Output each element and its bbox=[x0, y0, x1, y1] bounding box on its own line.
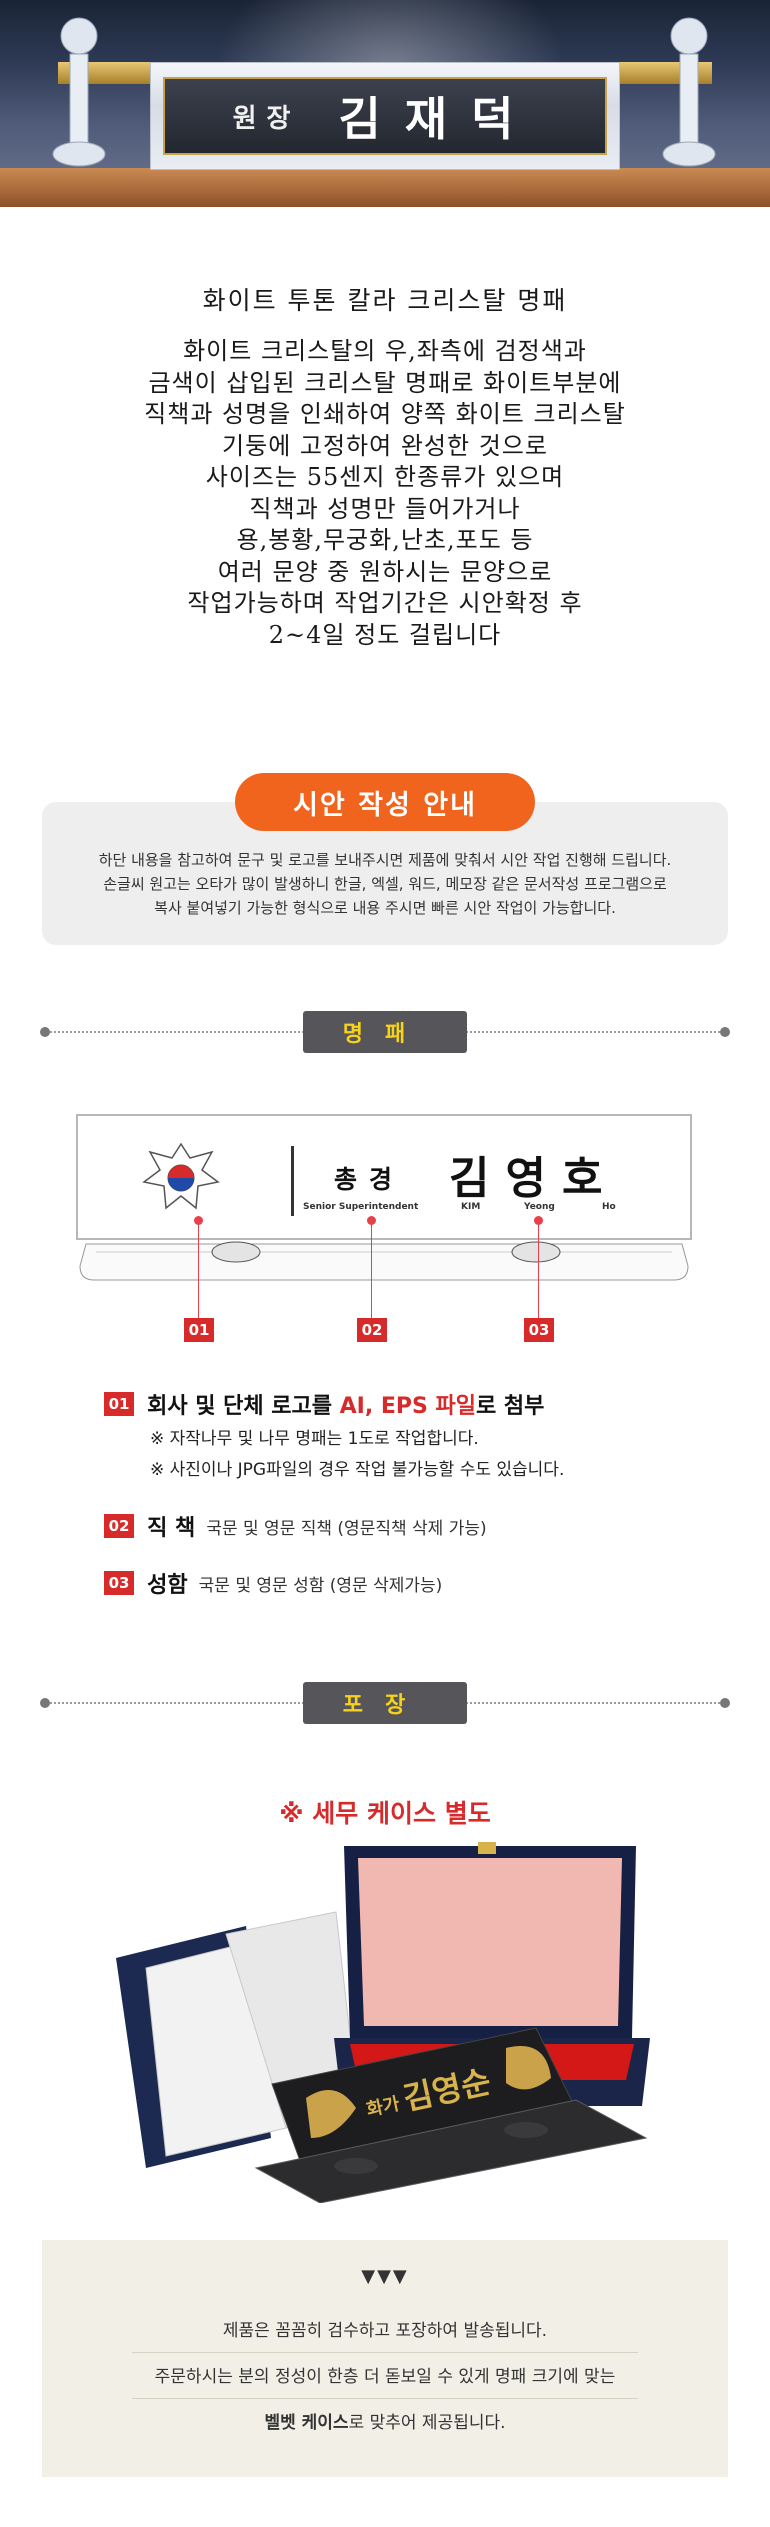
guide-line: 손글씨 원고는 오타가 많이 발생하니 한글, 엑셀, 워드, 메모장 같은 문… bbox=[103, 875, 667, 893]
guide-line: 하단 내용을 참고하여 문구 및 로고를 보내주시면 제품에 맞춰서 시안 작업… bbox=[98, 851, 672, 869]
plate-eng-rank: Senior Superintendent bbox=[303, 1202, 419, 1212]
down-arrows-icon: ▼▼▼ bbox=[361, 2266, 409, 2287]
nameplate-diagram: 총경 김영호 Senior Superintendent KIM Yeong H… bbox=[76, 1114, 692, 1240]
description-line: 2~4일 정도 걸립니다 bbox=[268, 620, 502, 649]
section-badge-nameplate: 명패 bbox=[303, 1011, 467, 1053]
packaging-subtitle: ※ 세무 케이스 별도 bbox=[279, 1799, 491, 1828]
description-line: 여러 문양 중 원하시는 문양으로 bbox=[217, 557, 553, 586]
hero-banner: 원장 김재덕 bbox=[0, 0, 770, 207]
hero-name: 김재덕 bbox=[338, 92, 538, 146]
item-01: 01 회사 및 단체 로고를 AI, EPS 파일로 첨부 bbox=[104, 1388, 544, 1420]
closing-line-1: 제품은 꼼꼼히 검수하고 포장하여 발송됩니다. bbox=[222, 2321, 548, 2341]
description-body: 화이트 크리스탈의 우,좌측에 검정색과 금색이 삽입된 크리스탈 명패로 화이… bbox=[0, 336, 770, 651]
plate-eng-kim: KIM bbox=[461, 1202, 481, 1212]
closing-line-3: 벨벳 케이스로 맞추어 제공됩니다. bbox=[264, 2413, 506, 2433]
description-line: 용,봉황,무궁화,난초,포도 등 bbox=[236, 526, 534, 554]
description-title: 화이트 투톤 칼라 크리스탈 명패 bbox=[202, 286, 568, 315]
closing-line-2: 주문하시는 분의 정성이 한층 더 돋보일 수 있게 명패 크기에 맞는 bbox=[154, 2367, 616, 2387]
desk-surface bbox=[0, 168, 770, 207]
hero-nameplate: 원장 김재덕 bbox=[150, 62, 620, 170]
item-tag: 01 bbox=[104, 1392, 134, 1416]
hero-rank: 원장 bbox=[232, 103, 301, 134]
item-03: 03 성함 국문 및 영문 성함 (영문 삭제가능) bbox=[104, 1567, 442, 1599]
crystal-pillar-left bbox=[52, 17, 106, 167]
plate-rank: 총경 bbox=[334, 1165, 405, 1194]
item-note: ※ 자작나무 및 나무 명패는 1도로 작업합니다. bbox=[150, 1429, 479, 1449]
item-note: ※ 사진이나 JPG파일의 경우 작업 불가능할 수도 있습니다. bbox=[150, 1460, 565, 1480]
description-line: 직책과 성명을 인쇄하여 양쪽 화이트 크리스탈 bbox=[144, 400, 626, 428]
guide-text: 하단 내용을 참고하여 문구 및 로고를 보내주시면 제품에 맞춰서 시안 작업… bbox=[42, 848, 728, 920]
plate-name: 김영호 bbox=[449, 1153, 619, 1204]
closing-box: ▼▼▼ 제품은 꼼꼼히 검수하고 포장하여 발송됩니다. 주문하시는 분의 정성… bbox=[42, 2240, 728, 2477]
velvet-case-image: 화가 김영순 bbox=[116, 1842, 650, 2203]
description-line: 사이즈는 55센지 한종류가 있으며 bbox=[205, 463, 565, 491]
nameplate-stand bbox=[79, 1241, 689, 1281]
item-tag: 03 bbox=[104, 1571, 134, 1595]
guide-badge: 시안 작성 안내 bbox=[235, 773, 535, 831]
callout-tag-02: 02 bbox=[357, 1318, 387, 1342]
callout-tag-01: 01 bbox=[184, 1318, 214, 1342]
crystal-pillar-right bbox=[662, 17, 716, 167]
plate-eng-yeong: Yeong bbox=[524, 1202, 555, 1212]
item-tag: 02 bbox=[104, 1514, 134, 1538]
description-line: 작업가능하며 작업기간은 시안확정 후 bbox=[187, 589, 583, 617]
guide-line: 복사 붙여넣기 가능한 형식으로 내용 주시면 빠른 시안 작업이 가능합니다. bbox=[154, 899, 616, 917]
description-line: 금색이 삽입된 크리스탈 명패로 화이트부분에 bbox=[148, 368, 622, 397]
description-line: 화이트 크리스탈의 우,좌측에 검정색과 bbox=[183, 337, 587, 365]
plate-eng-ho: Ho bbox=[602, 1202, 616, 1212]
description-line: 직책과 성명만 들어가거나 bbox=[249, 494, 521, 523]
section-badge-packaging: 포장 bbox=[303, 1682, 467, 1724]
police-emblem-icon bbox=[142, 1142, 220, 1210]
description-line: 기둥에 고정하여 완성한 것으로 bbox=[222, 431, 548, 460]
item-02: 02 직 책 국문 및 영문 직책 (영문직책 삭제 가능) bbox=[104, 1510, 487, 1542]
callout-tag-03: 03 bbox=[524, 1318, 554, 1342]
